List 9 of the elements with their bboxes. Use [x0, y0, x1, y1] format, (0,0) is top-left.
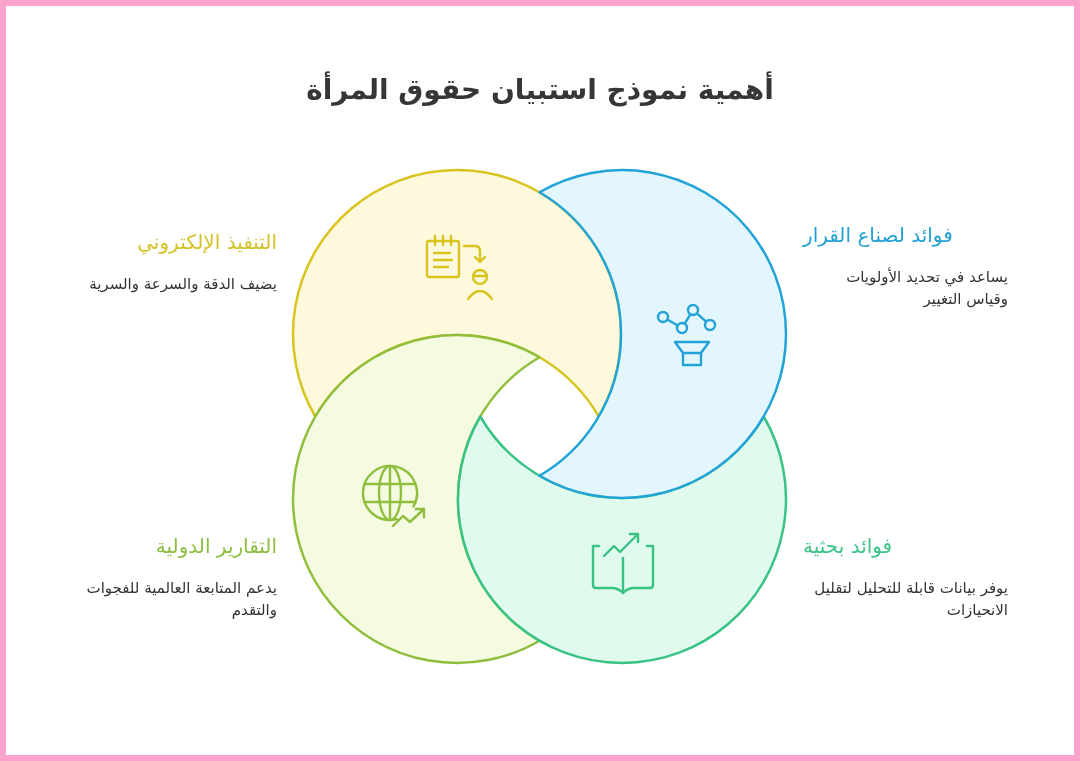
- heading: التنفيذ الإلكتروني: [137, 229, 277, 256]
- description: يوفر بيانات قابلة للتحليل لتقليل الانحيازات: [813, 578, 1008, 621]
- heading: فوائد لصناع القرار: [803, 222, 953, 249]
- description: يضيف الدقة والسرعة والسرية: [89, 274, 277, 295]
- title: أهمية نموذج استبيان حقوق المرأة: [306, 70, 774, 109]
- heading: فوائد بحثية: [803, 533, 893, 560]
- heading: التقارير الدولية: [155, 533, 277, 560]
- description: يدعم المتابعة العالمية للفجوات والتقدم: [85, 578, 277, 621]
- description: يساعد في تحديد الأولويات وقياس التغيير: [845, 267, 1008, 310]
